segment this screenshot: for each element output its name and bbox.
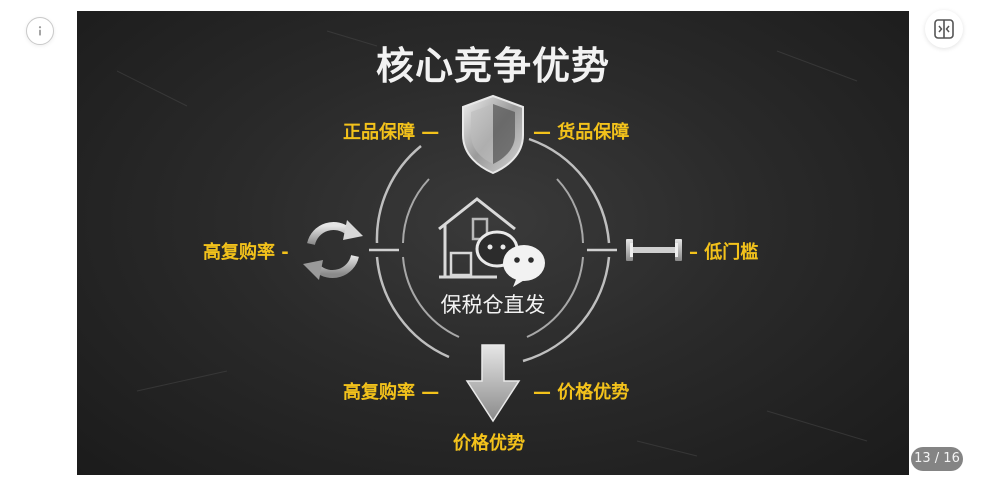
warehouse-icon <box>438 197 516 279</box>
info-icon <box>38 26 42 36</box>
slide-artwork <box>116 30 868 457</box>
label-right: – 低门槛 <box>689 242 759 263</box>
slide: 核心竞争优势 正品保障 — — 货品保障 高复购率 - – 低门槛 高复购率 —… <box>77 11 909 475</box>
refresh-cycle-icon <box>303 220 363 280</box>
split-view-button[interactable] <box>925 10 963 48</box>
label-top-left: 正品保障 — <box>343 122 440 143</box>
center-label: 保税仓直发 <box>440 293 546 317</box>
label-bottom-left: 高复购率 — <box>343 382 440 403</box>
inner-ring <box>402 178 584 338</box>
info-button[interactable] <box>26 17 54 45</box>
down-arrow-icon <box>465 344 521 423</box>
dumbbell-icon <box>626 239 682 261</box>
label-bottom-right: — 价格优势 <box>533 382 630 403</box>
label-bottom: 价格优势 <box>453 433 525 454</box>
outer-ring <box>375 137 611 363</box>
shield-icon <box>462 94 524 175</box>
label-top-right: — 货品保障 <box>533 122 630 143</box>
page-counter: 13 / 16 <box>911 447 963 471</box>
split-view-icon <box>934 19 954 39</box>
slide-title: 核心竞争优势 <box>375 44 610 88</box>
label-left: 高复购率 - <box>203 242 289 263</box>
background-texture <box>116 30 868 457</box>
wechat-icon <box>475 230 545 287</box>
